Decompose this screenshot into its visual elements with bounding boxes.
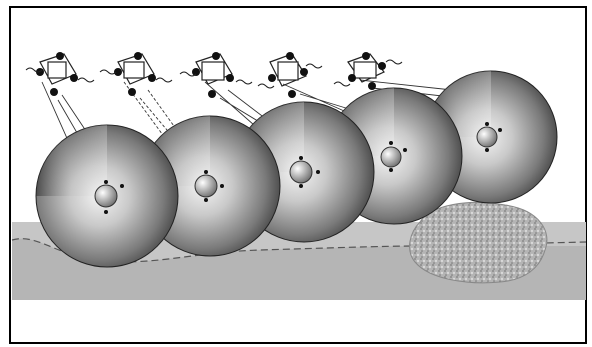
- mounting-brackets: [25, 52, 403, 98]
- spring-link-icon: [333, 81, 351, 87]
- spring-link-icon: [257, 83, 275, 89]
- mounting-bracket-icon: [179, 52, 253, 98]
- spring-link-icon: [155, 77, 173, 83]
- hub-icon: [289, 160, 313, 184]
- soil-surface-line: [11, 238, 587, 263]
- rock-icon: [409, 201, 548, 284]
- mounting-bracket-icon: [257, 52, 323, 98]
- spring-link-icon: [77, 77, 95, 83]
- disc-blade-icon: [139, 115, 281, 257]
- spring-link-icon: [305, 63, 323, 69]
- hub-icon: [194, 174, 218, 198]
- spring-link-icon: [99, 69, 117, 75]
- disc-blade-icon: [35, 124, 179, 268]
- mounting-bracket-icon: [25, 52, 95, 96]
- disc-blades: [35, 70, 558, 268]
- hub-icon: [380, 146, 402, 168]
- spring-link-icon: [235, 79, 253, 85]
- mounting-bracket-icon: [99, 52, 173, 96]
- hub-icon: [476, 126, 498, 148]
- spring-link-icon: [179, 71, 197, 77]
- spring-link-icon: [25, 67, 43, 73]
- hub-icon: [94, 184, 118, 208]
- spring-link-icon: [385, 59, 403, 65]
- mounting-bracket-icon: [333, 52, 403, 90]
